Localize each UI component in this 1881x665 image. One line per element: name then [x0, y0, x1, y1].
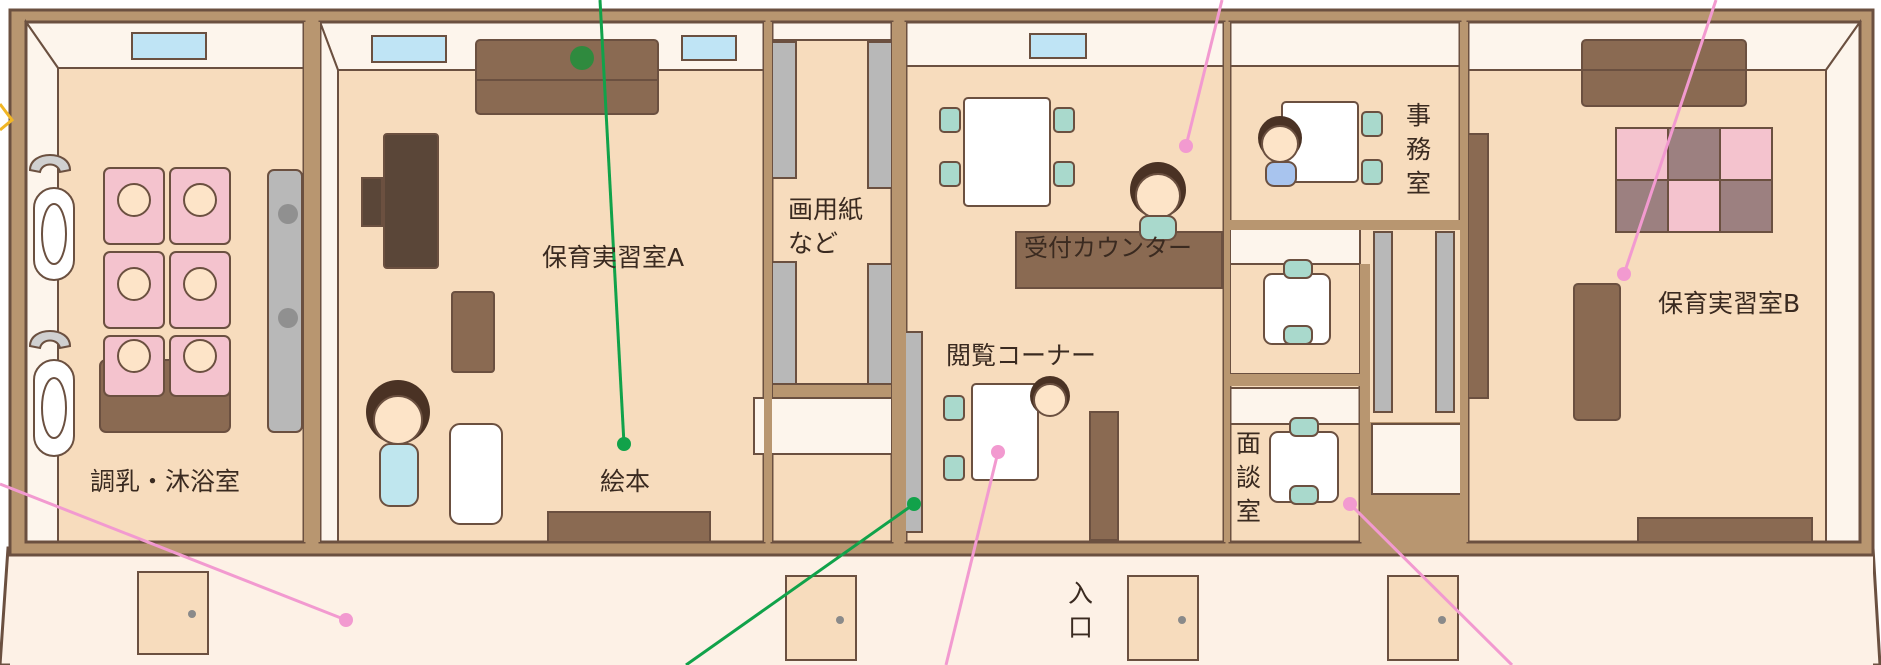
- corridor-front: [10, 555, 1873, 665]
- label-entrance-2: 口: [1068, 613, 1093, 642]
- receptionist-person-icon: [1130, 162, 1186, 241]
- reading-reception-furniture: [939, 97, 1223, 541]
- label-office-2: 務: [1406, 135, 1431, 164]
- room-practice-b: [1466, 18, 1862, 544]
- label-interview-1: 面: [1236, 429, 1261, 458]
- teacher-person-icon: [366, 380, 430, 507]
- leader-lines: [0, 0, 1718, 665]
- upright-piano-icon: [383, 133, 439, 269]
- label-paper-line2: など: [788, 229, 838, 258]
- label-reading-corner: 閲覧コーナー: [946, 341, 1096, 370]
- baby-bath-sink-icon: [28, 154, 303, 457]
- label-office-3: 室: [1406, 169, 1431, 198]
- label-paper-line1: 画用紙: [788, 195, 863, 224]
- label-practice-room-b: 保育実習室B: [1658, 289, 1800, 318]
- label-preparation-bath: 調乳・沐浴室: [90, 467, 240, 496]
- inner-walls: [304, 22, 1468, 542]
- label-practice-room-a: 保育実習室A: [542, 243, 684, 272]
- label-reception-counter: 受付カウンター: [1024, 234, 1192, 262]
- label-entrance-1: 入: [1068, 579, 1093, 608]
- labels: 調乳・沐浴室 保育実習室A 画用紙 など 絵本 受付カウンター 事 務 室 閲覧…: [90, 101, 1800, 642]
- office-furniture: [1263, 101, 1455, 413]
- paper-shelves: [771, 41, 923, 533]
- door-icon: [137, 571, 1459, 661]
- interview-furniture: [1269, 417, 1339, 505]
- practice-room-a-furniture: [361, 39, 711, 543]
- label-office-1: 事: [1406, 101, 1431, 130]
- practice-room-b-furniture: [1467, 39, 1813, 543]
- skylight-window-icon: [131, 32, 1087, 63]
- baby-crib-icon: [99, 167, 231, 433]
- office-worker-icon: [1258, 116, 1302, 187]
- label-interview-2: 談: [1236, 463, 1261, 492]
- label-picture-books: 絵本: [600, 467, 650, 496]
- reader-person-icon: [1030, 376, 1070, 417]
- label-interview-3: 室: [1236, 497, 1261, 526]
